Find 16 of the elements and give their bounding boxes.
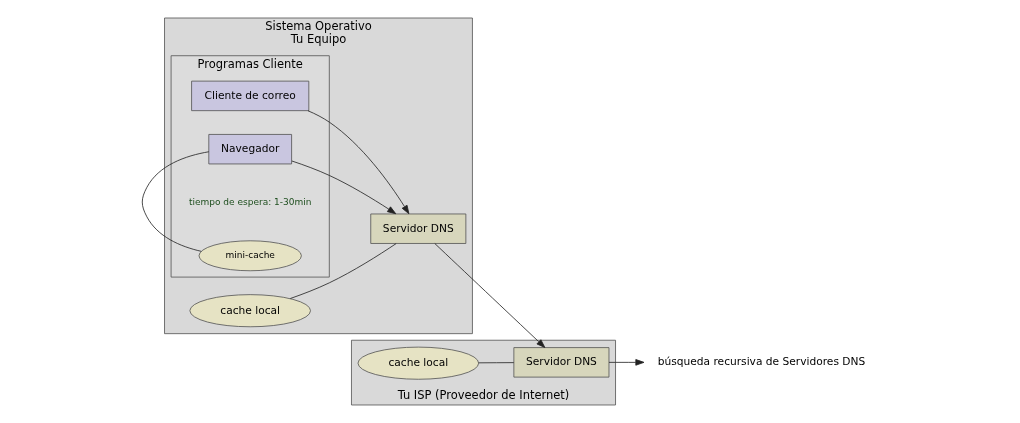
node-text: búsqueda recursiva de Servidores DNS xyxy=(657,355,865,369)
arrow xyxy=(433,243,545,348)
node-ellipse: cache local xyxy=(188,294,311,328)
node-box: Servidor DNS xyxy=(369,213,466,244)
connector xyxy=(141,151,209,252)
arrow xyxy=(291,160,396,215)
arrow xyxy=(307,110,409,215)
node-box: Servidor DNS xyxy=(512,347,609,378)
connector xyxy=(289,243,397,299)
node-box: Navegador xyxy=(207,134,292,165)
node-ellipse: cache local xyxy=(357,346,479,380)
arrow xyxy=(608,359,644,366)
node-box: Cliente de correo xyxy=(190,80,309,112)
node-label: tiempo de espera: 1-30min xyxy=(188,196,311,207)
node-ellipse: mini-cache xyxy=(198,240,302,272)
connector xyxy=(477,362,514,364)
